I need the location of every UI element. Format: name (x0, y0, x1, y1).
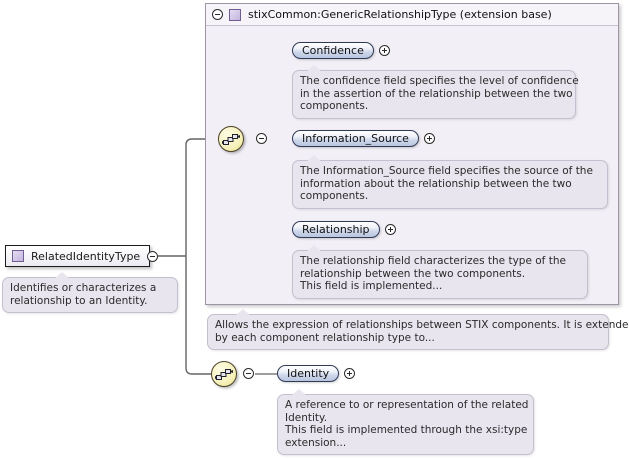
annotation-line: components. (300, 190, 369, 202)
sequence-own-collapse-toggle-icon[interactable] (243, 368, 254, 379)
annotation-identity: A reference to or representation of the … (277, 389, 534, 455)
extension-base-title: stixCommon:GenericRelationshipType (exte… (248, 8, 552, 21)
annotation-information-source: The Information_Source field specifies t… (292, 155, 608, 209)
annotation-line: Identifies or characterizes a (10, 282, 157, 294)
annotation-line: components. (300, 100, 369, 112)
element-relationship[interactable]: Relationship (292, 221, 396, 238)
annotation-line: This field is implemented through the xs… (285, 424, 528, 436)
root-type-collapse-toggle-icon[interactable] (147, 251, 158, 262)
sequence-compositor-own[interactable] (211, 361, 237, 387)
element-identity[interactable]: Identity (277, 365, 356, 382)
annotation-line: The relationship field characterizes the… (300, 255, 566, 267)
annotation-line: A reference to or representation of the … (285, 399, 529, 411)
extension-base-header: stixCommon:GenericRelationshipType (exte… (206, 4, 618, 26)
sequence-compositor-inherited[interactable] (218, 126, 244, 152)
annotation-line: This field is implemented... (300, 280, 443, 292)
annotation-line: relationship between the two components. (300, 267, 526, 280)
root-type-box[interactable]: RelatedIdentityType (5, 245, 151, 267)
element-confidence-label[interactable]: Confidence (292, 42, 374, 59)
element-relationship-label[interactable]: Relationship (292, 221, 380, 238)
complex-type-swatch-icon (12, 250, 24, 262)
element-information-source-expand-toggle-icon[interactable] (423, 133, 435, 144)
element-identity-expand-toggle-icon[interactable] (344, 368, 356, 379)
annotation-extension-base: Allows the expression of relationships b… (207, 309, 629, 350)
annotation-line: Identity. (285, 411, 328, 424)
annotation-line: by each component relationship type to..… (215, 331, 435, 344)
annotation-confidence: The confidence field specifies the level… (292, 65, 579, 119)
annotation-line: Allows the expression of relationships b… (215, 319, 629, 331)
annotation-root-type: Identifies or characterizes a relationsh… (2, 272, 178, 313)
annotation-line: relationship to an Identity. (10, 294, 148, 307)
complex-type-swatch-icon (229, 8, 241, 21)
element-information-source[interactable]: Information_Source (292, 130, 435, 147)
element-confidence[interactable]: Confidence (292, 42, 390, 59)
annotation-relationship: The relationship field characterizes the… (292, 245, 588, 299)
annotation-line: The Information_Source field specifies t… (300, 165, 593, 177)
element-relationship-expand-toggle-icon[interactable] (384, 224, 396, 235)
annotation-line: information about the relationship betwe… (300, 177, 572, 190)
root-type-label: RelatedIdentityType (31, 249, 141, 263)
element-identity-label[interactable]: Identity (277, 365, 340, 382)
annotation-line: extension... (285, 436, 347, 449)
annotation-line: in the assertion of the relationship bet… (300, 87, 573, 100)
sequence-icon (215, 369, 233, 380)
extension-base-collapse-toggle-icon[interactable] (212, 9, 223, 20)
element-information-source-label[interactable]: Information_Source (292, 130, 419, 147)
sequence-inherited-collapse-toggle-icon[interactable] (256, 133, 267, 144)
sequence-icon (222, 134, 240, 145)
element-confidence-expand-toggle-icon[interactable] (378, 45, 390, 56)
annotation-line: The confidence field specifies the level… (300, 75, 579, 87)
